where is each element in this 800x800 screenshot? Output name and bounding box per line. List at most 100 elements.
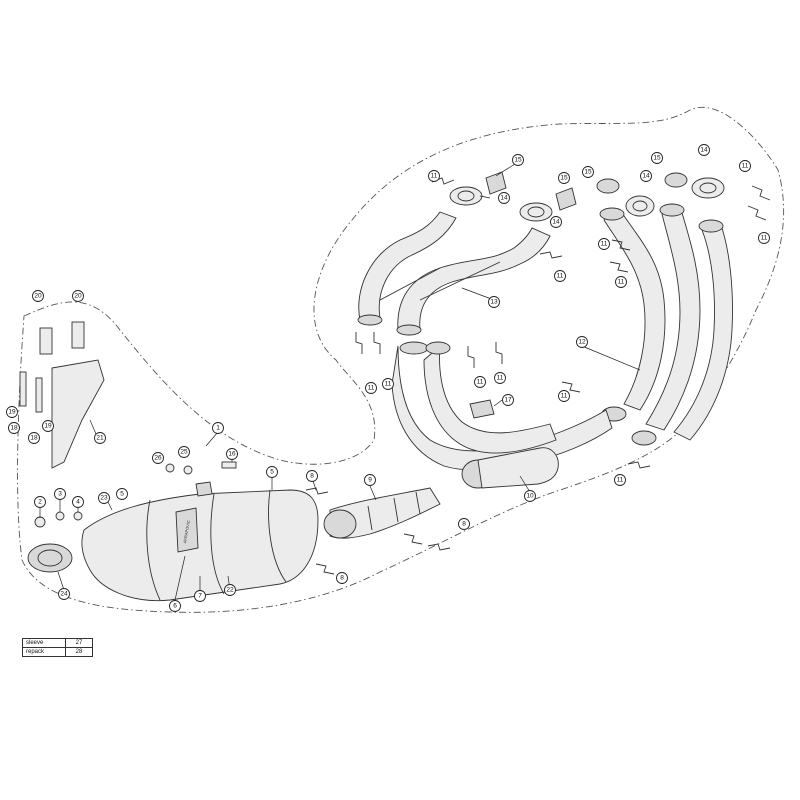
svg-text:11: 11 — [601, 241, 608, 248]
svg-text:11: 11 — [618, 279, 625, 286]
callout-8a: 8 — [306, 470, 318, 482]
svg-text:15: 15 — [514, 157, 522, 164]
svg-text:11: 11 — [497, 375, 504, 382]
callout-14d: 14 — [698, 144, 710, 156]
callout-8c: 8 — [336, 572, 348, 584]
callout-21: 21 — [94, 432, 106, 444]
svg-text:2: 2 — [38, 499, 42, 506]
flanges-and-gaskets — [449, 171, 725, 222]
svg-text:11: 11 — [477, 379, 484, 386]
header-pipes-front — [357, 211, 551, 336]
brand-mark: AKRAPOVIC — [182, 520, 191, 544]
callout-20b: 20 — [72, 290, 84, 302]
callout-11g: 11 — [365, 382, 377, 394]
callout-14c: 14 — [640, 170, 652, 182]
callout-19b: 19 — [42, 420, 54, 432]
svg-text:9: 9 — [368, 477, 372, 484]
svg-text:8: 8 — [310, 473, 314, 480]
callout-11j: 11 — [494, 372, 506, 384]
callout-18b: 18 — [28, 432, 40, 444]
callout-8b: 8 — [458, 518, 470, 530]
legend-row-repack: repack 28 — [22, 647, 93, 657]
svg-text:23: 23 — [100, 495, 108, 502]
svg-text:25: 25 — [180, 449, 188, 456]
svg-text:11: 11 — [617, 477, 624, 484]
svg-text:13: 13 — [490, 299, 498, 306]
legend-value: 28 — [65, 647, 93, 657]
callout-10: 10 — [524, 490, 536, 502]
header-pipes-rear — [599, 203, 733, 446]
collector-pipe — [391, 341, 613, 489]
callout-22: 22 — [224, 584, 236, 596]
leader-lines — [39, 161, 641, 601]
callout-11b: 11 — [739, 160, 751, 172]
callout-1: 1 — [212, 422, 224, 434]
silencer — [81, 481, 319, 602]
svg-text:8: 8 — [340, 575, 344, 582]
callout-25: 25 — [178, 446, 190, 458]
svg-text:17: 17 — [504, 397, 512, 404]
callout-26: 26 — [152, 452, 164, 464]
callout-16: 16 — [226, 448, 238, 460]
svg-text:26: 26 — [154, 455, 162, 462]
callout-6: 6 — [169, 600, 181, 612]
callout-17: 17 — [502, 394, 514, 406]
callout-18a: 18 — [8, 422, 20, 434]
service-parts-legend: sleeve 27 repack 28 — [22, 638, 93, 657]
callout-19a: 19 — [6, 406, 18, 418]
callout-11i: 11 — [474, 376, 486, 388]
callout-2: 2 — [34, 496, 46, 508]
svg-text:14: 14 — [552, 219, 560, 226]
svg-text:19: 19 — [44, 423, 52, 430]
callout-7: 7 — [194, 590, 206, 602]
svg-text:11: 11 — [368, 385, 375, 392]
svg-text:24: 24 — [60, 591, 68, 598]
callout-3: 3 — [54, 488, 66, 500]
svg-text:5: 5 — [120, 491, 124, 498]
callout-15b: 15 — [558, 172, 570, 184]
svg-text:19: 19 — [8, 409, 16, 416]
svg-text:11: 11 — [431, 173, 438, 180]
svg-text:10: 10 — [526, 493, 534, 500]
callout-11e: 11 — [615, 276, 627, 288]
svg-text:15: 15 — [584, 169, 592, 176]
svg-text:11: 11 — [385, 381, 392, 388]
callout-11d: 11 — [598, 238, 610, 250]
svg-text:11: 11 — [742, 163, 749, 170]
svg-text:18: 18 — [10, 425, 18, 432]
legend-value: 27 — [65, 638, 93, 648]
svg-text:11: 11 — [761, 235, 768, 242]
svg-text:5: 5 — [270, 469, 274, 476]
svg-text:3: 3 — [58, 491, 62, 498]
svg-text:20: 20 — [34, 293, 42, 300]
svg-text:14: 14 — [500, 195, 508, 202]
hardware-parts — [34, 399, 495, 528]
svg-text:6: 6 — [173, 603, 177, 610]
hanger-bracket — [19, 321, 105, 469]
assembly-boundary — [17, 107, 785, 613]
svg-text:15: 15 — [560, 175, 568, 182]
link-pipe — [323, 487, 441, 539]
legend-label: sleeve — [22, 638, 66, 648]
callout-15d: 15 — [651, 152, 663, 164]
callout-9: 9 — [364, 474, 376, 486]
svg-text:21: 21 — [96, 435, 104, 442]
callout-12: 12 — [576, 336, 588, 348]
legend-row-sleeve: sleeve 27 — [22, 638, 93, 648]
callout-4: 4 — [72, 496, 84, 508]
callout-15c: 15 — [582, 166, 594, 178]
callout-labels: 1 2 3 4 5 5 6 7 8 8 8 9 10 11 11 11 11 1… — [6, 144, 770, 612]
callout-11k: 11 — [558, 390, 570, 402]
callout-11f: 11 — [554, 270, 566, 282]
callout-14b: 14 — [550, 216, 562, 228]
svg-text:14: 14 — [700, 147, 708, 154]
svg-text:11: 11 — [561, 393, 568, 400]
callout-14a: 14 — [498, 192, 510, 204]
svg-text:8: 8 — [462, 521, 466, 528]
legend-label: repack — [22, 647, 66, 657]
svg-text:4: 4 — [76, 499, 80, 506]
svg-text:16: 16 — [228, 451, 236, 458]
svg-text:1: 1 — [216, 425, 220, 432]
callout-5b: 5 — [116, 488, 128, 500]
